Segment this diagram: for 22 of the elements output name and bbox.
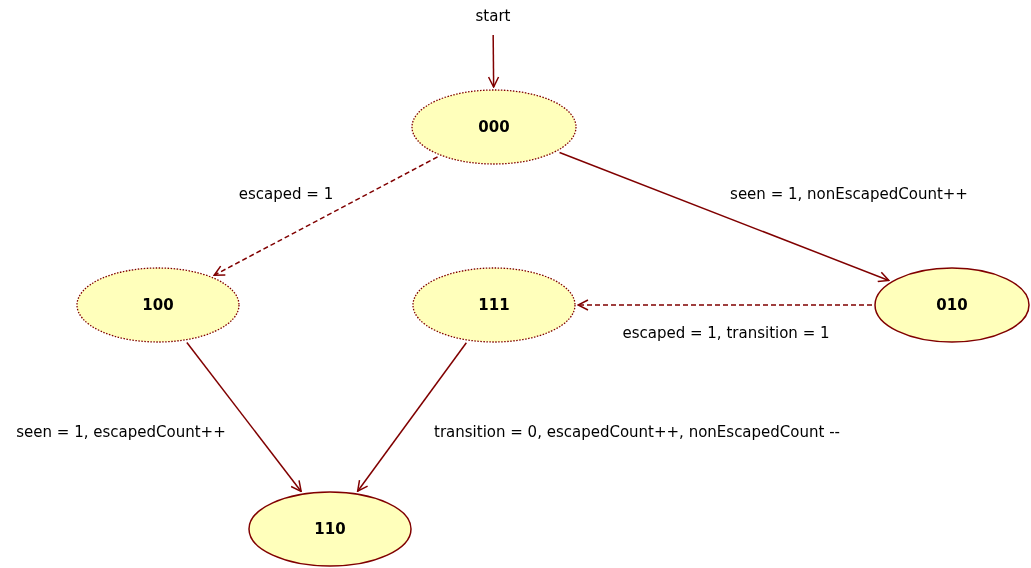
- edge-label: transition = 0, escapedCount++, nonEscapedCount --: [434, 423, 840, 441]
- arrow: [356, 342, 468, 492]
- arrow: [213, 156, 439, 276]
- edge-label: escaped = 1, transition = 1: [622, 324, 830, 342]
- edge-label: escaped = 1: [238, 185, 334, 203]
- state-label: 110: [314, 520, 346, 538]
- arrow: [577, 299, 873, 311]
- state-ellipse: [411, 89, 577, 165]
- state-ellipse: [412, 267, 576, 343]
- state-ellipse: [874, 267, 1030, 343]
- arrow: [186, 341, 302, 493]
- edge-label: seen = 1, nonEscapedCount++: [730, 185, 968, 203]
- state-label: 111: [478, 296, 510, 314]
- state-label: 010: [936, 296, 968, 314]
- arrow: [558, 151, 890, 283]
- arrow: [487, 34, 500, 88]
- state-label: 100: [142, 296, 174, 314]
- state-ellipse: [76, 267, 240, 343]
- edge-label: seen = 1, escapedCount++: [16, 423, 226, 441]
- state-label: 000: [478, 118, 510, 136]
- start-label: start: [471, 5, 515, 27]
- state-ellipse: [248, 491, 412, 567]
